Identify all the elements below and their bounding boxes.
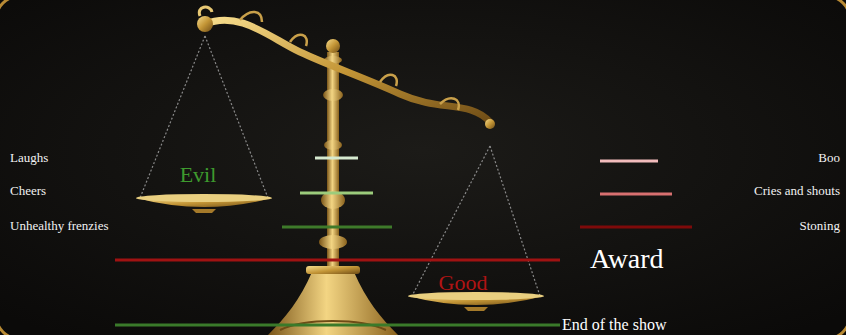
scale-label: Unhealthy frenzies	[10, 219, 109, 233]
scale-label: Award	[590, 244, 664, 275]
scale-label: Laughs	[10, 151, 48, 165]
scale-label: Stoning	[800, 219, 840, 233]
scale-label: Cries and shouts	[754, 184, 840, 198]
chains	[140, 36, 540, 296]
scale-pans	[136, 194, 544, 311]
scale-label: End of the show	[562, 316, 666, 334]
scale-label: Evil	[180, 163, 217, 187]
scale-beam	[197, 7, 495, 146]
scale-label: Cheers	[10, 184, 46, 198]
level-markers	[115, 158, 692, 325]
scale-label: Good	[439, 271, 488, 295]
scale-label: Boo	[818, 151, 840, 165]
